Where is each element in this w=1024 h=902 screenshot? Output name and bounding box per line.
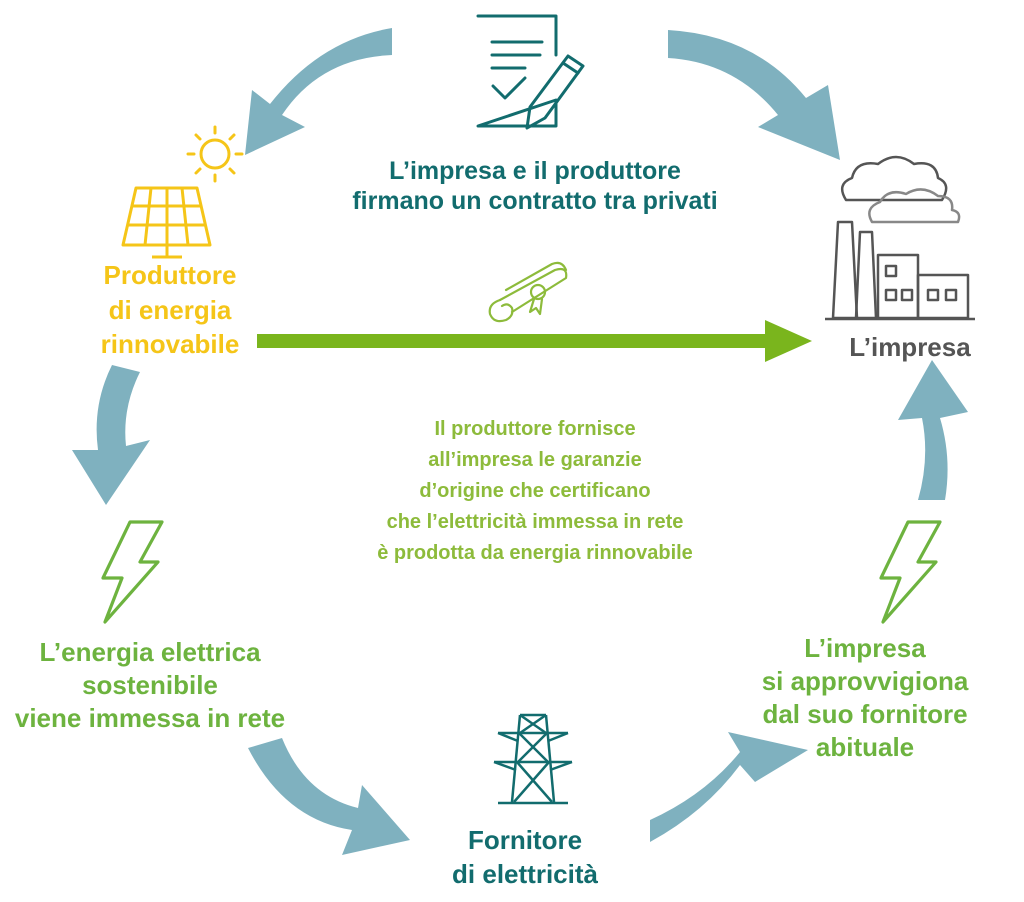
procurement-label: L’impresa si approvvigiona dal suo forni… — [761, 633, 969, 763]
guarantee-arrow-head — [765, 320, 812, 362]
guarantee-arrow-shaft — [257, 334, 777, 348]
cycle-arrows — [72, 28, 968, 855]
contract-signing-icon — [476, 14, 585, 130]
lightning-bolt-icon-left — [101, 520, 164, 624]
arrow-producer-to-grid — [72, 365, 150, 505]
arrow-supplier-to-procure — [650, 732, 808, 842]
grid-injection-label: L’energia elettrica sostenibile viene im… — [14, 637, 286, 734]
producer-label: Produttore di energia rinnovabile — [100, 260, 240, 360]
sun-icon — [186, 125, 244, 183]
certificate-scroll-icon — [488, 261, 568, 323]
arrow-contract-to-producer — [245, 28, 392, 155]
solar-panel-icon — [121, 186, 212, 259]
guarantee-label: Il produttore fornisce all’impresa le ga… — [377, 418, 693, 564]
arrow-contract-to-company — [668, 30, 840, 160]
factory-icon — [825, 155, 975, 321]
company-label: L’impresa — [849, 332, 971, 362]
arrow-grid-to-supplier — [248, 738, 410, 855]
contract-label: L’impresa e il produttore firmano un con… — [352, 157, 718, 215]
lightning-bolt-icon-right — [879, 520, 942, 624]
guarantee-arrow — [257, 320, 812, 362]
electricity-pylon-icon — [493, 713, 573, 805]
arrow-procure-to-company — [898, 360, 968, 500]
supplier-label: Fornitore di elettricità — [452, 825, 598, 889]
